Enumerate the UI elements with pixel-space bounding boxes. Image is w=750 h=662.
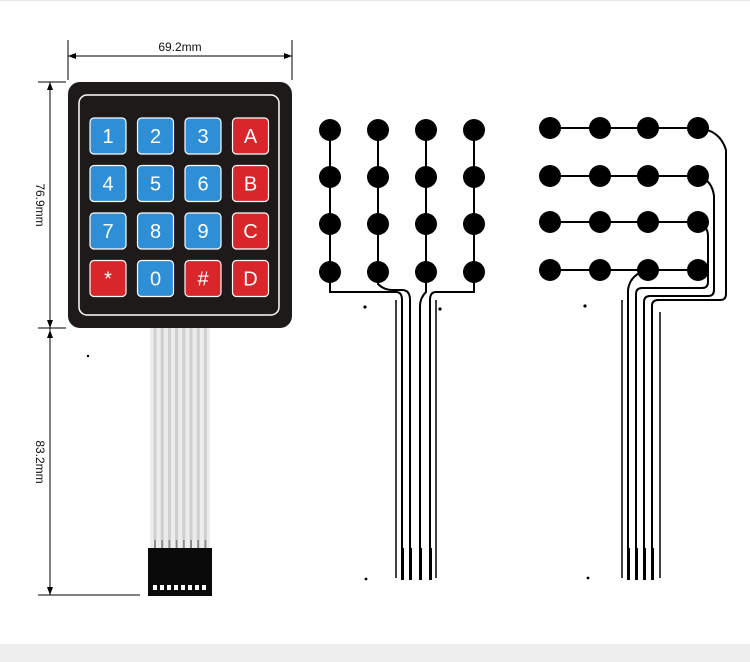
keypad: 1 2 3 A 4 5 6 B 7 8 9 C * 0 # D [68, 82, 292, 328]
contact-pad [637, 211, 659, 233]
key-7: 7 [89, 212, 127, 250]
keypad-height-label: 76.9mm [33, 183, 47, 226]
contact-pad [367, 166, 389, 188]
connector-pin [181, 585, 185, 590]
contact-pad [415, 166, 437, 188]
key-label: 7 [102, 221, 113, 243]
cable-length-dimension: 83.2mm [33, 328, 140, 596]
connector-pin [167, 585, 171, 590]
contact-pad [415, 119, 437, 141]
key-1: 1 [89, 117, 127, 155]
contact-pad [687, 211, 709, 233]
contact-pad [637, 117, 659, 139]
column-circuit-pins [401, 548, 432, 580]
contact-pad [463, 213, 485, 235]
key-label: 1 [102, 126, 113, 148]
key-0: 0 [136, 259, 175, 298]
contact-pad [589, 259, 611, 281]
key-label: 9 [197, 221, 208, 243]
row-circuit-diagram [539, 117, 727, 580]
key-label: D [243, 269, 257, 291]
key-B: B [231, 164, 270, 203]
contact-pad [319, 119, 341, 141]
key-2: 2 [136, 117, 175, 155]
key-4: 4 [89, 164, 127, 203]
contact-pad [589, 117, 611, 139]
contact-pad [415, 213, 437, 235]
width-label: 69.2mm [158, 40, 201, 54]
width-dimension: 69.2mm [67, 40, 293, 80]
contact-pad [367, 261, 389, 283]
contact-pad [637, 259, 659, 281]
key-label: A [244, 126, 258, 148]
contact-pad [367, 119, 389, 141]
key-label: 8 [150, 221, 161, 243]
contact-pad [687, 117, 709, 139]
connector-pin [202, 585, 206, 590]
contact-pad [319, 261, 341, 283]
connector-pin [160, 585, 164, 590]
key-label: B [244, 174, 257, 196]
contact-pad [319, 166, 341, 188]
key-3: 3 [184, 117, 222, 155]
keypad-keys: 1 2 3 A 4 5 6 B 7 8 9 C * 0 # D [89, 117, 270, 298]
connector [148, 548, 212, 596]
key-label: 3 [197, 126, 208, 148]
row-circuit-pads [539, 117, 709, 281]
contact-pad [589, 211, 611, 233]
keypad-height-dimension: 76.9mm [33, 81, 66, 329]
cable-length-label: 83.2mm [33, 440, 47, 483]
contact-pad [637, 165, 659, 187]
key-*: * [89, 259, 127, 298]
footer-band [0, 644, 750, 662]
key-5: 5 [136, 164, 175, 203]
column-circuit-pads [319, 119, 485, 283]
top-border [0, 0, 750, 1]
key-6: 6 [184, 164, 222, 203]
row-circuit-pins [627, 548, 654, 580]
key-label: 4 [102, 174, 113, 196]
key-#: # [184, 259, 222, 298]
key-C: C [231, 212, 270, 250]
connector-pins [153, 585, 206, 590]
key-label: * [104, 269, 112, 291]
key-label: 0 [150, 269, 161, 291]
contact-pad [463, 119, 485, 141]
key-label: 5 [150, 174, 161, 196]
contact-pad [589, 165, 611, 187]
contact-pad [415, 261, 437, 283]
key-label: # [197, 269, 209, 291]
contact-pad [539, 117, 561, 139]
column-circuit-diagram [319, 119, 485, 581]
key-D: D [231, 259, 270, 298]
contact-pad [539, 165, 561, 187]
key-A: A [231, 117, 270, 155]
contact-pad [319, 213, 341, 235]
contact-pad [539, 259, 561, 281]
contact-pad [463, 261, 485, 283]
key-label: 6 [197, 174, 208, 196]
connector-pin [188, 585, 192, 590]
key-label: C [243, 221, 257, 243]
contact-pad [463, 166, 485, 188]
connector-pin [195, 585, 199, 590]
connector-pin [153, 585, 157, 590]
key-label: 2 [150, 126, 161, 148]
contact-pad [687, 165, 709, 187]
ribbon-cable [150, 328, 210, 550]
contact-pad [539, 211, 561, 233]
connector-pin [174, 585, 178, 590]
contact-pad [687, 259, 709, 281]
key-8: 8 [136, 212, 175, 250]
key-9: 9 [184, 212, 222, 250]
contact-pad [367, 213, 389, 235]
